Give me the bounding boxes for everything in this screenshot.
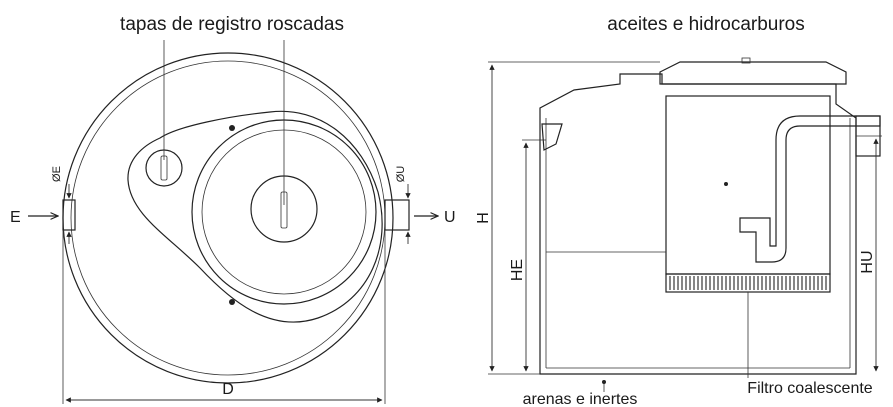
tank-lid [659,61,847,85]
plan-view: tapas de registro roscadas E U ØE ØU D [10,14,456,404]
tank-body [539,73,857,375]
label-threaded-caps: tapas de registro roscadas [120,14,344,35]
lid-knob [741,57,751,64]
label-sand: arenas e inertes [523,391,638,407]
outlet-stub [384,199,410,231]
outlet-pipe [739,115,881,263]
inlet-diameter-label: ØE [51,166,63,182]
label-filter: Filtro coalescente [747,380,872,397]
inlet-elbow [541,123,563,151]
filter-hatch [669,276,827,290]
outlet-label: U [444,209,456,226]
outlet-height-label: HU [859,250,876,273]
chamber-dot [724,182,728,186]
tank-outer-circle [62,52,394,384]
bolt-bottom [229,299,235,305]
sand-dot [602,380,606,384]
bolt-top [229,125,235,131]
cover-plate [127,110,383,323]
section-view: H HE HU aceites e hidrocarburos arenas e… [475,14,882,407]
height-label: H [475,212,492,224]
coalescing-filter [665,273,831,293]
inlet-stub [62,199,76,231]
inlet-label: E [10,209,21,226]
tank-inner-circle [70,60,386,376]
label-oils: aceites e hidrocarburos [607,14,805,35]
inlet-height-label: HE [509,259,526,281]
outlet-diameter-label: ØU [395,166,407,183]
diameter-label: D [222,381,234,398]
separator-chamber [665,95,831,275]
